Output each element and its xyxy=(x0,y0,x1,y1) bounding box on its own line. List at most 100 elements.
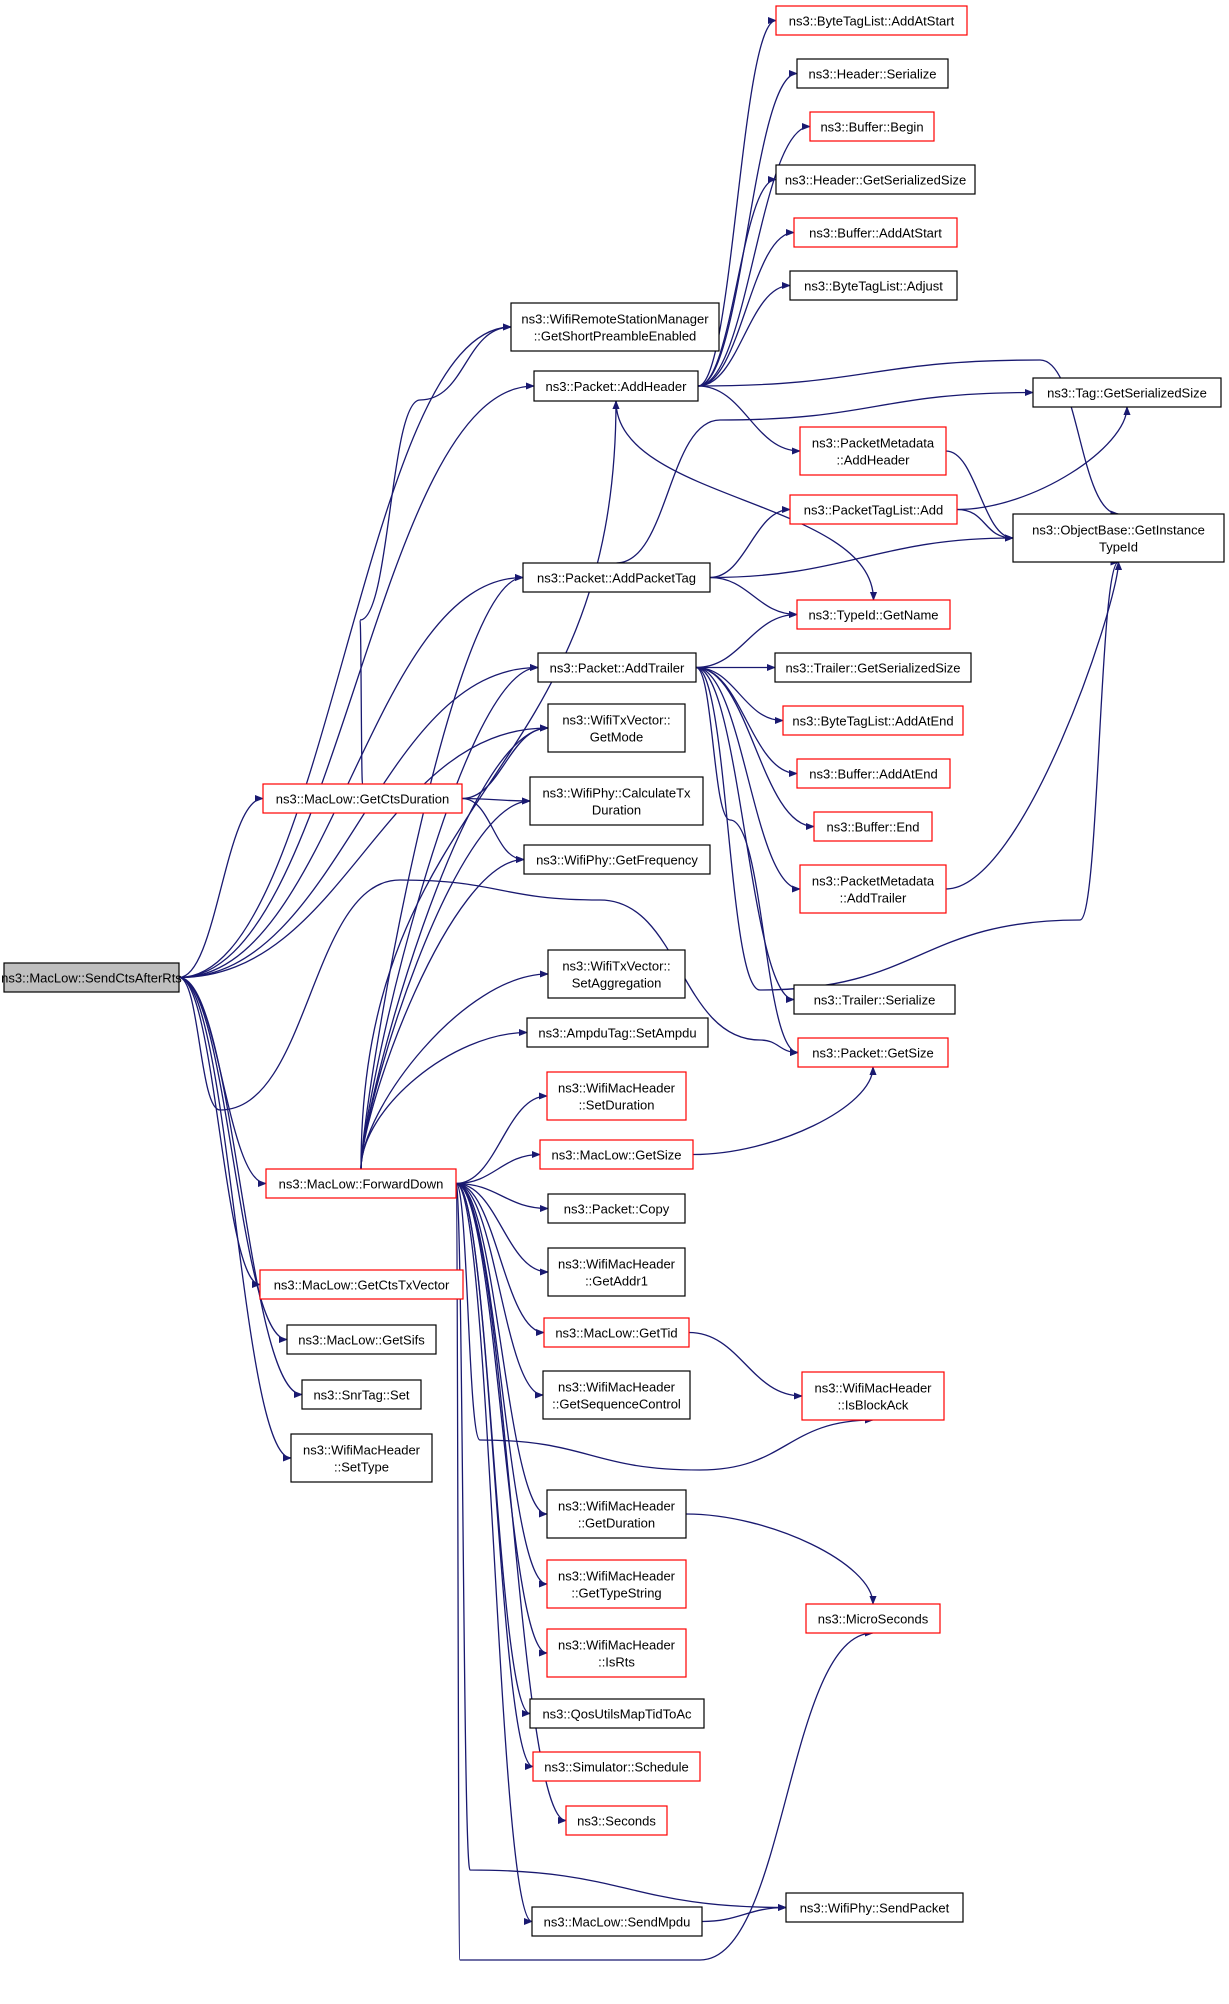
node-get-size-maclow[interactable]: ns3::MacLow::GetSize xyxy=(539,1139,694,1170)
node-box-get-seq-ctrl xyxy=(542,1370,691,1420)
node-is-block-ack[interactable]: ns3::WifiMacHeader::IsBlockAck xyxy=(801,1371,945,1421)
node-box-buffer-begin xyxy=(809,111,935,142)
node-trailer-get-ser-size[interactable]: ns3::Trailer::GetSerializedSize xyxy=(774,652,972,683)
node-typeid-get-name[interactable]: ns3::TypeId::GetName xyxy=(796,599,951,630)
node-get-seq-ctrl[interactable]: ns3::WifiMacHeader::GetSequenceControl xyxy=(542,1370,691,1420)
node-label-calc-tx-duration: Duration xyxy=(592,803,641,818)
node-set-ampdu[interactable]: ns3::AmpduTag::SetAmpdu xyxy=(526,1017,709,1048)
node-box-tag-get-ser-size xyxy=(1032,377,1222,408)
edge-ptl-add-to-objectbase-typeid xyxy=(956,508,1014,542)
node-header-serialize[interactable]: ns3::Header::Serialize xyxy=(796,58,949,89)
edge-get-cts-duration-to-get-frequency xyxy=(461,797,525,864)
node-root[interactable]: ns3::MacLow::SendCtsAfterRts xyxy=(1,962,182,993)
node-set-type[interactable]: ns3::WifiMacHeader::SetType xyxy=(290,1433,433,1483)
node-set-duration[interactable]: ns3::WifiMacHeader::SetDuration xyxy=(546,1071,687,1121)
node-label-snrtag-set: ns3::SnrTag::Set xyxy=(313,1388,409,1403)
node-label-buffer-add-at-start: ns3::Buffer::AddAtStart xyxy=(809,226,942,241)
edge-forward-down-to-get-size-maclow xyxy=(455,1150,541,1185)
node-is-rts[interactable]: ns3::WifiMacHeader::IsRts xyxy=(546,1628,687,1678)
node-pm-add-trailer[interactable]: ns3::PacketMetadata::AddTrailer xyxy=(799,864,947,914)
edge-add-header-to-btl-adjust xyxy=(697,281,791,387)
node-buffer-add-at-end[interactable]: ns3::Buffer::AddAtEnd xyxy=(796,758,951,789)
edge-forward-down-to-is-block-ack xyxy=(455,1182,874,1471)
edge-add-trailer-to-buffer-end xyxy=(695,666,815,831)
node-label-add-packet-tag: ns3::Packet::AddPacketTag xyxy=(537,571,696,586)
edge-send-mpdu-to-send-packet xyxy=(701,1903,787,1923)
node-ptl-add[interactable]: ns3::PacketTagList::Add xyxy=(789,494,958,525)
node-forward-down[interactable]: ns3::MacLow::ForwardDown xyxy=(265,1168,457,1199)
node-btl-add-at-start[interactable]: ns3::ByteTagList::AddAtStart xyxy=(775,5,968,36)
node-qos-map[interactable]: ns3::QosUtilsMapTidToAc xyxy=(529,1698,705,1729)
node-add-packet-tag[interactable]: ns3::Packet::AddPacketTag xyxy=(522,562,711,593)
node-box-header-serialize xyxy=(796,58,949,89)
node-btl-add-at-end[interactable]: ns3::ByteTagList::AddAtEnd xyxy=(782,705,964,736)
node-buffer-end[interactable]: ns3::Buffer::End xyxy=(813,811,933,842)
node-get-cts-tx-vector[interactable]: ns3::MacLow::GetCtsTxVector xyxy=(259,1269,464,1300)
edge-root-to-get-short-preamble xyxy=(178,323,512,979)
node-add-header[interactable]: ns3::Packet::AddHeader xyxy=(533,370,699,402)
node-label-get-duration: ns3::WifiMacHeader xyxy=(558,1499,676,1514)
node-box-buffer-add-at-start xyxy=(793,217,958,248)
node-buffer-begin[interactable]: ns3::Buffer::Begin xyxy=(809,111,935,142)
node-box-get-type-string xyxy=(546,1559,687,1609)
edge-forward-down-to-get-duration xyxy=(455,1182,548,1518)
node-trailer-serialize[interactable]: ns3::Trailer::Serialize xyxy=(793,984,956,1015)
node-get-addr1[interactable]: ns3::WifiMacHeader::GetAddr1 xyxy=(547,1247,686,1297)
node-buffer-add-at-start[interactable]: ns3::Buffer::AddAtStart xyxy=(793,217,958,248)
edge-add-packet-tag-to-tag-get-ser-size xyxy=(616,388,1034,564)
node-seconds[interactable]: ns3::Seconds xyxy=(565,1805,668,1836)
node-label-pm-add-trailer: ::AddTrailer xyxy=(840,891,907,906)
node-get-cts-duration[interactable]: ns3::MacLow::GetCtsDuration xyxy=(262,783,463,814)
node-box-get-short-preamble xyxy=(510,302,720,352)
node-get-duration[interactable]: ns3::WifiMacHeader::GetDuration xyxy=(546,1489,687,1539)
node-get-type-string[interactable]: ns3::WifiMacHeader::GetTypeString xyxy=(546,1559,687,1609)
node-pm-add-header[interactable]: ns3::PacketMetadata::AddHeader xyxy=(799,426,947,476)
edge-root-to-get-cts-duration xyxy=(178,794,264,979)
node-get-short-preamble[interactable]: ns3::WifiRemoteStationManager::GetShortP… xyxy=(510,302,720,352)
node-sim-schedule[interactable]: ns3::Simulator::Schedule xyxy=(532,1751,701,1782)
node-box-set-duration xyxy=(546,1071,687,1121)
edge-add-header-to-pm-add-header xyxy=(697,385,801,455)
node-label-send-packet: ns3::WifiPhy::SendPacket xyxy=(800,1901,950,1916)
node-label-is-rts: ns3::WifiMacHeader xyxy=(558,1638,676,1653)
node-label-packet-copy: ns3::Packet::Copy xyxy=(564,1202,670,1217)
node-label-get-mode: GetMode xyxy=(590,730,643,745)
node-box-pm-add-header xyxy=(799,426,947,476)
node-add-trailer[interactable]: ns3::Packet::AddTrailer xyxy=(537,652,697,683)
node-get-tid[interactable]: ns3::MacLow::GetTid xyxy=(543,1317,690,1348)
node-microseconds[interactable]: ns3::MicroSeconds xyxy=(805,1603,941,1634)
node-label-qos-map: ns3::QosUtilsMapTidToAc xyxy=(542,1707,692,1722)
node-box-ptl-add xyxy=(789,494,958,525)
node-tag-get-ser-size[interactable]: ns3::Tag::GetSerializedSize xyxy=(1032,377,1222,408)
edge-forward-down-to-sim-schedule xyxy=(455,1182,534,1770)
node-send-packet[interactable]: ns3::WifiPhy::SendPacket xyxy=(785,1892,964,1923)
node-label-get-cts-tx-vector: ns3::MacLow::GetCtsTxVector xyxy=(274,1278,450,1293)
node-box-is-block-ack xyxy=(801,1371,945,1421)
node-send-mpdu[interactable]: ns3::MacLow::SendMpdu xyxy=(531,1906,703,1937)
node-get-frequency[interactable]: ns3::WifiPhy::GetFrequency xyxy=(523,844,711,875)
node-box-buffer-end xyxy=(813,811,933,842)
node-get-mode[interactable]: ns3::WifiTxVector::GetMode xyxy=(547,703,686,753)
node-packet-copy[interactable]: ns3::Packet::Copy xyxy=(547,1193,686,1224)
node-header-get-ser-size[interactable]: ns3::Header::GetSerializedSize xyxy=(775,164,976,195)
edge-forward-down-to-get-type-string xyxy=(455,1182,548,1588)
edge-forward-down-to-get-seq-ctrl xyxy=(455,1182,544,1399)
node-snrtag-set[interactable]: ns3::SnrTag::Set xyxy=(301,1379,422,1410)
edge-forward-down-to-add-trailer xyxy=(360,663,539,1170)
node-label-get-sifs: ns3::MacLow::GetSifs xyxy=(298,1333,425,1348)
edge-forward-down-to-set-duration xyxy=(455,1092,548,1185)
node-set-aggregation[interactable]: ns3::WifiTxVector::SetAggregation xyxy=(547,949,686,999)
edge-get-size-maclow-to-packet-get-size xyxy=(692,1066,877,1156)
node-label-calc-tx-duration: ns3::WifiPhy::CalculateTx xyxy=(542,786,691,801)
node-btl-adjust[interactable]: ns3::ByteTagList::Adjust xyxy=(789,270,958,301)
node-label-typeid-get-name: ns3::TypeId::GetName xyxy=(808,608,938,623)
edge-add-header-to-btl-add-at-start xyxy=(697,16,777,387)
node-box-microseconds xyxy=(805,1603,941,1634)
edge-forward-down-to-send-packet xyxy=(455,1182,787,1912)
edge-add-header-to-typeid-get-name xyxy=(615,400,878,601)
node-get-sifs[interactable]: ns3::MacLow::GetSifs xyxy=(286,1324,437,1355)
node-packet-get-size[interactable]: ns3::Packet::GetSize xyxy=(797,1037,949,1068)
